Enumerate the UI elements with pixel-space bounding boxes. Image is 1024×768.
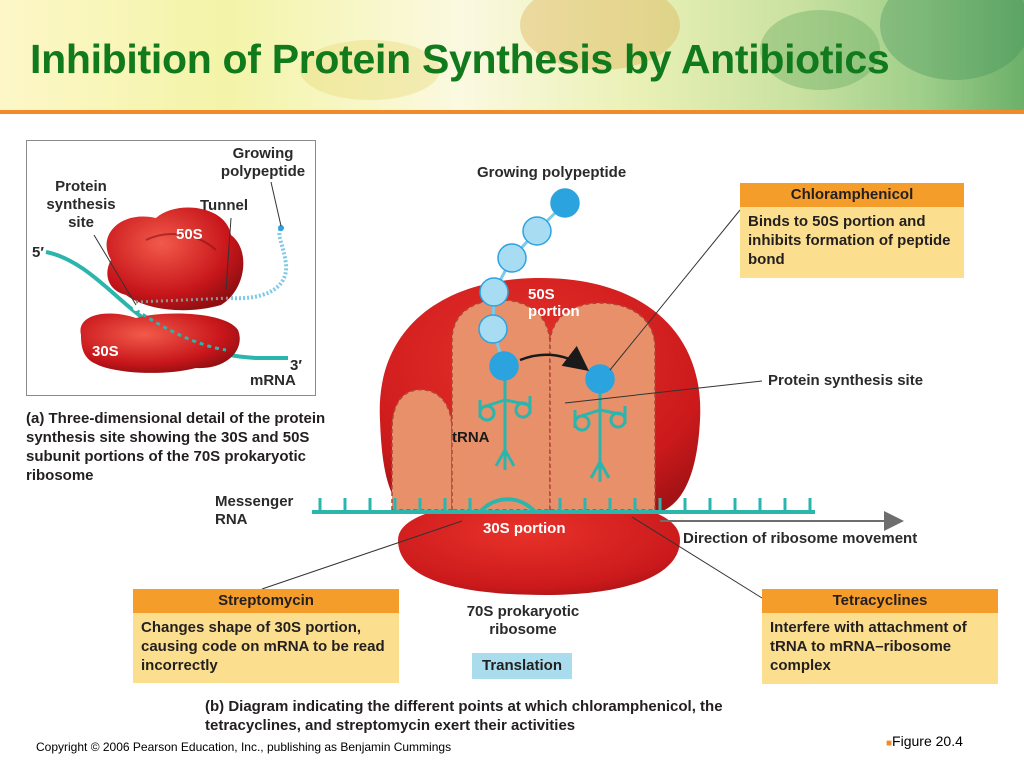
panel-a-3prime-label: 3′ — [290, 357, 302, 374]
callout-streptomycin: Streptomycin Changes shape of 30S portio… — [133, 589, 399, 683]
panel-b-50s-portion-label: 50S portion — [528, 286, 580, 320]
panel-b-70s-ribosome-label: 70S prokaryotic ribosome — [466, 603, 580, 638]
panel-b-caption-letter: (b) — [205, 698, 225, 715]
bullet-icon: ■ — [886, 738, 893, 749]
panel-a-caption: (a) Three-dimensional detail of the prot… — [26, 409, 326, 485]
callout-chloramphenicol-body: Binds to 50S portion and inhibits format… — [740, 207, 964, 278]
panel-a-protein-synthesis-site-label: Protein synthesis site — [46, 178, 116, 231]
panel-a-50s-label: 50S — [176, 226, 203, 243]
callout-chloramphenicol-title: Chloramphenicol — [740, 183, 964, 207]
panel-b-trna-label: tRNA — [452, 429, 490, 446]
panel-a-mrna-label: mRNA — [250, 372, 296, 389]
panel-b-30s-portion — [398, 498, 680, 595]
panel-b-caption-text: Diagram indicating the different points … — [205, 698, 723, 734]
panel-a-caption-text: Three-dimensional detail of the protein … — [26, 410, 326, 484]
panel-b-peptide-transfer-arrow — [519, 345, 589, 372]
page-title: Inhibition of Protein Synthesis by Antib… — [30, 36, 890, 82]
callout-chloramphenicol: Chloramphenicol Binds to 50S portion and… — [740, 183, 964, 278]
translation-badge: Translation — [472, 653, 572, 679]
panel-a-50s-subunit — [106, 207, 244, 311]
callout-tetracyclines-title: Tetracyclines — [762, 589, 998, 613]
callout-tetracyclines-body: Interfere with attachment of tRNA to mRN… — [762, 613, 998, 684]
panel-b-mrna-codons — [318, 498, 812, 512]
footer-figure: ■Figure 20.4 — [886, 733, 963, 749]
panel-b-messenger-rna-label: Messenger RNA — [215, 493, 294, 528]
panel-a-30s-subunit — [80, 313, 240, 373]
panel-a-5prime-label: 5′ — [32, 244, 44, 261]
panel-a-tunnel — [135, 296, 232, 304]
footer-figure-label: Figure 20.4 — [892, 733, 963, 749]
panel-a-tunnel-label: Tunnel — [200, 197, 249, 214]
panel-b-30s-portion-label: 30S portion — [483, 520, 566, 537]
panel-b-left-lobe — [391, 388, 453, 511]
panel-a-caption-letter: (a) — [26, 410, 45, 427]
callout-streptomycin-title: Streptomycin — [133, 589, 399, 613]
panel-a-frame — [26, 140, 316, 396]
panel-b-protein-synthesis-site-label: Protein synthesis site — [768, 372, 924, 389]
panel-a-30s-label: 30S — [92, 343, 119, 360]
callout-streptomycin-body: Changes shape of 30S portion, causing co… — [133, 613, 399, 683]
header-divider — [0, 110, 1024, 114]
panel-a-growing-polypeptide-label: Growing polypeptide — [220, 145, 306, 180]
panel-b-growing-polypeptide-label: Growing polypeptide — [477, 164, 627, 181]
panel-b-caption: (b) Diagram indicating the different poi… — [205, 697, 805, 735]
callout-tetracyclines: Tetracyclines Interfere with attachment … — [762, 589, 998, 684]
header-banner — [0, 0, 1024, 112]
panel-b-direction-label: Direction of ribosome movement — [683, 530, 918, 547]
panel-a-ribosome-3d — [45, 181, 289, 373]
footer-copyright: Copyright © 2006 Pearson Education, Inc.… — [36, 740, 452, 754]
panel-b-polypeptide-chain — [478, 188, 615, 394]
panel-a-polypeptide-chain — [230, 226, 289, 301]
